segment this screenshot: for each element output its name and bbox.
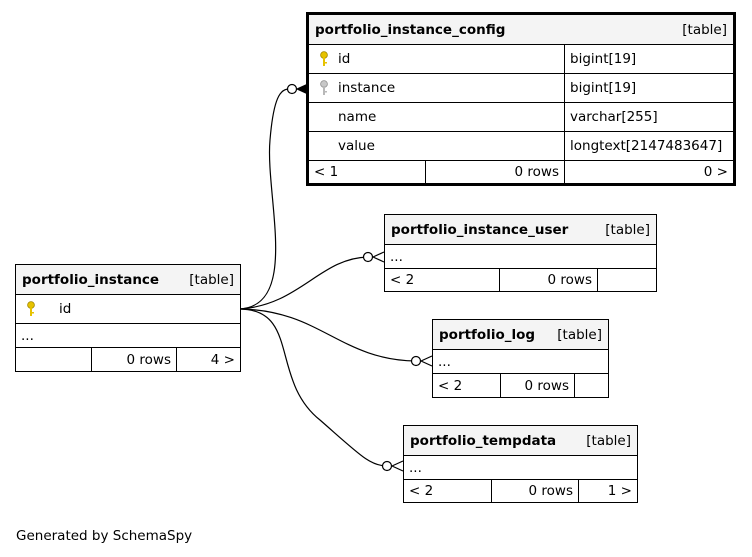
column-name: name bbox=[338, 109, 377, 125]
ellipsis: ... bbox=[409, 459, 422, 476]
column-row[interactable]: instance bigint[19] bbox=[309, 74, 733, 103]
table-kind: [table] bbox=[189, 271, 234, 288]
optional-marker bbox=[286, 83, 298, 95]
table-kind: [table] bbox=[682, 21, 727, 38]
table-kind: [table] bbox=[605, 221, 650, 238]
children-link[interactable]: 4 > bbox=[176, 348, 240, 371]
table-footer: < 2 0 rows bbox=[433, 374, 608, 397]
ellipsis: ... bbox=[390, 248, 403, 265]
table-footer: < 2 0 rows bbox=[385, 269, 656, 291]
table-portfolio-tempdata[interactable]: portfolio_tempdata [table] ... < 2 0 row… bbox=[403, 425, 638, 503]
collapsed-columns[interactable]: ... bbox=[404, 456, 637, 480]
column-name: id bbox=[59, 301, 72, 317]
table-portfolio-instance[interactable]: portfolio_instance [table] id ... 0 rows… bbox=[15, 264, 241, 372]
table-header[interactable]: portfolio_instance_user [table] bbox=[385, 215, 656, 245]
table-portfolio-instance-config[interactable]: portfolio_instance_config [table] id big… bbox=[306, 12, 736, 186]
link-instance-config bbox=[239, 88, 293, 310]
children-link[interactable]: 1 > bbox=[578, 480, 637, 502]
optional-marker bbox=[381, 460, 393, 472]
generated-by-text: Generated by SchemaSpy bbox=[16, 528, 193, 544]
optional-marker bbox=[410, 355, 422, 367]
table-header[interactable]: portfolio_instance [table] bbox=[16, 265, 240, 295]
table-header[interactable]: portfolio_log [table] bbox=[433, 320, 608, 350]
parents-link[interactable]: < 2 bbox=[390, 272, 415, 288]
table-footer: 0 rows 4 > bbox=[16, 348, 240, 371]
collapsed-columns[interactable]: ... bbox=[385, 245, 656, 269]
table-header[interactable]: portfolio_tempdata [table] bbox=[404, 426, 637, 456]
table-footer: < 2 0 rows 1 > bbox=[404, 480, 637, 502]
column-name: instance bbox=[338, 80, 396, 96]
link-instance-tempdata bbox=[239, 308, 388, 467]
row-count: 0 rows bbox=[499, 269, 597, 291]
parents-link[interactable]: < 2 bbox=[409, 483, 434, 499]
link-instance-log bbox=[239, 308, 417, 362]
column-name: value bbox=[338, 138, 375, 154]
table-name: portfolio_instance bbox=[22, 271, 160, 288]
ellipsis: ... bbox=[438, 353, 451, 370]
children-link[interactable] bbox=[574, 374, 608, 397]
children-link[interactable]: 0 > bbox=[564, 161, 733, 183]
collapsed-columns[interactable]: ... bbox=[433, 350, 608, 374]
row-count: 0 rows bbox=[425, 161, 564, 183]
column-row[interactable]: id bbox=[16, 295, 240, 324]
column-type: bigint[19] bbox=[570, 80, 637, 96]
table-name: portfolio_tempdata bbox=[410, 432, 557, 449]
primary-key-icon bbox=[21, 301, 41, 317]
column-row[interactable]: value longtext[2147483647] bbox=[309, 132, 733, 161]
table-name: portfolio_log bbox=[439, 326, 536, 343]
table-footer: < 1 0 rows 0 > bbox=[309, 161, 733, 183]
column-row[interactable]: name varchar[255] bbox=[309, 103, 733, 132]
parents-link[interactable]: < 2 bbox=[438, 377, 463, 394]
table-header[interactable]: portfolio_instance_config [table] bbox=[309, 15, 733, 45]
parents-link[interactable] bbox=[16, 348, 91, 371]
table-kind: [table] bbox=[586, 432, 631, 449]
table-kind: [table] bbox=[557, 326, 602, 343]
column-name: id bbox=[338, 51, 351, 67]
parents-link[interactable]: < 1 bbox=[314, 164, 339, 180]
table-portfolio-log[interactable]: portfolio_log [table] ... < 2 0 rows bbox=[432, 319, 609, 398]
ellipsis: ... bbox=[21, 327, 34, 344]
primary-key-icon bbox=[314, 51, 334, 67]
link-instance-user bbox=[239, 256, 369, 310]
children-link[interactable] bbox=[597, 269, 656, 291]
column-type: bigint[19] bbox=[570, 51, 637, 67]
column-type: longtext[2147483647] bbox=[570, 138, 723, 154]
table-name: portfolio_instance_user bbox=[391, 221, 569, 238]
row-count: 0 rows bbox=[500, 374, 574, 397]
table-name: portfolio_instance_config bbox=[315, 21, 506, 38]
row-count: 0 rows bbox=[91, 348, 176, 371]
optional-marker bbox=[362, 251, 374, 263]
collapsed-columns[interactable]: ... bbox=[16, 324, 240, 348]
column-row[interactable]: id bigint[19] bbox=[309, 45, 733, 74]
foreign-key-icon bbox=[314, 80, 334, 96]
column-type: varchar[255] bbox=[570, 109, 658, 125]
row-count: 0 rows bbox=[491, 480, 578, 502]
table-portfolio-instance-user[interactable]: portfolio_instance_user [table] ... < 2 … bbox=[384, 214, 657, 292]
